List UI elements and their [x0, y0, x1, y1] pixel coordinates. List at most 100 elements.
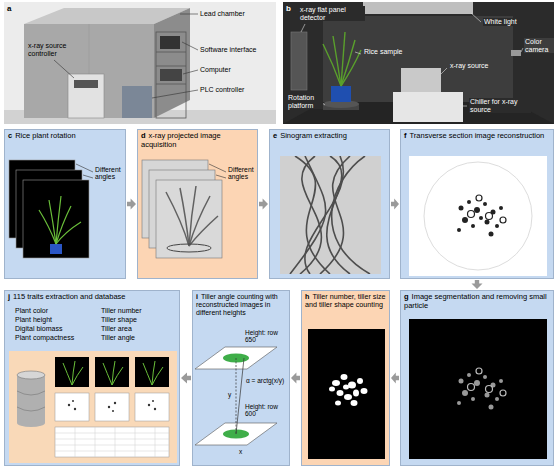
illustration-rect — [409, 319, 547, 459]
illustration-circle — [108, 406, 110, 408]
illustration-line — [83, 175, 93, 178]
illustration-line — [152, 90, 198, 98]
illustration-path — [341, 40, 355, 86]
illustration-ellipse — [357, 378, 363, 384]
panel-title: Sinogram extracting — [280, 131, 347, 140]
illustration-rect — [122, 86, 152, 118]
illustration-line — [155, 427, 156, 457]
illustration-circle — [479, 216, 483, 220]
illustration-path — [189, 216, 218, 246]
callout-label: Plant color — [15, 307, 48, 315]
illustration-circle — [499, 379, 503, 383]
illustration-ellipse — [348, 382, 356, 389]
illustration-circle — [459, 379, 464, 384]
panel-title: Rice plant rotation — [15, 131, 75, 140]
process-panel: dx-ray projected image acquisitionDiffer… — [137, 129, 258, 279]
callout-label: Computer — [200, 66, 231, 74]
illustration-circle — [485, 220, 490, 225]
illustration-line — [441, 68, 447, 74]
illustration-path — [49, 200, 56, 244]
panel-title: x-ray projected image acquisition — [141, 131, 221, 149]
illustration-circle — [476, 195, 482, 201]
illustration-ellipse — [337, 390, 344, 396]
illustration-g — [301, 13, 523, 106]
illustration-g — [457, 373, 503, 410]
photo-panel: aLead chamberx-ray source controllerSoft… — [4, 2, 276, 124]
illustration-g — [55, 427, 169, 457]
illustration-circle — [489, 405, 494, 410]
illustration-path — [103, 361, 123, 385]
callout-label: Color camera — [524, 38, 554, 53]
illustration-rect — [68, 74, 104, 118]
callout-label: x-ray flat panel detector — [299, 6, 365, 21]
panel-heading: fTransverse section image reconstruction — [401, 130, 553, 141]
illustration-path — [332, 156, 370, 274]
illustration-rect — [74, 80, 98, 88]
callout-label: Height: row 650 — [245, 329, 289, 343]
illustration-circle — [112, 410, 114, 412]
illustration-rect — [50, 244, 62, 254]
callout-label: Plant compactness — [15, 334, 74, 342]
panel-heading: hTiller number, tiller size and tiller s… — [302, 291, 389, 310]
flow-arrow — [127, 199, 136, 210]
illustration-g — [54, 14, 198, 98]
illustration-circle — [467, 373, 471, 377]
callout-label: PLC controller — [200, 86, 244, 94]
illustration-rect — [55, 427, 169, 457]
tiller-masks — [302, 291, 390, 466]
photo-panel: b x-ray flat panel detectorWhite lightRic… — [283, 2, 554, 124]
illustration-line — [236, 358, 244, 434]
illustration-circle — [468, 384, 475, 391]
illustration-circle — [154, 408, 156, 410]
panel-title: Tiller angle counting with reconstructed… — [196, 293, 278, 316]
panel-letter: b — [286, 4, 291, 13]
illustration-rect — [160, 69, 182, 81]
illustration-circle — [72, 400, 74, 402]
illustration-rect — [24, 24, 154, 118]
callout-label: Plant height — [15, 316, 52, 324]
illustration-circle — [483, 375, 487, 379]
process-panel: hTiller number, tiller size and tiller s… — [301, 290, 390, 466]
flow-arrow — [391, 373, 399, 384]
illustration-line — [521, 48, 523, 52]
panel-letter: a — [7, 4, 11, 13]
illustration-line — [301, 24, 305, 32]
illustration-line — [463, 106, 467, 107]
flow-arrow — [472, 280, 483, 289]
illustration-rect — [17, 375, 45, 423]
illustration-path — [143, 361, 163, 385]
illustration-g — [63, 361, 163, 385]
illustration-g — [166, 186, 218, 246]
callout-label: Rice sample — [363, 48, 404, 56]
panel-heading: cRice plant rotation — [5, 130, 125, 141]
callout-label: Tiller angle — [101, 334, 135, 342]
illustration-rect — [401, 68, 441, 92]
illustration-line — [55, 433, 169, 434]
illustration-line — [76, 164, 93, 172]
flow-arrow — [391, 199, 399, 210]
illustration-g — [323, 32, 361, 86]
illustration-rect — [23, 180, 89, 258]
panel-title: Image segmentation and removing small pa… — [404, 292, 547, 310]
illustration-g — [329, 374, 368, 406]
illustration-rect — [393, 92, 463, 122]
illustration-rect — [409, 156, 547, 276]
illustration-path — [333, 36, 341, 86]
illustration-circle — [152, 400, 154, 402]
illustration-circle — [471, 397, 475, 401]
illustration-rect — [363, 2, 473, 14]
illustration-ellipse — [17, 419, 45, 427]
illustration-line — [156, 52, 186, 53]
callout-label: Tiller shape — [101, 316, 137, 324]
reconstructed-section — [401, 130, 554, 279]
process-panel: cRice plant rotationDifferent angles — [4, 129, 126, 279]
callout-label: White light — [483, 18, 518, 26]
illustration-line — [180, 14, 198, 15]
illustration-circle — [483, 202, 487, 206]
callout-label: Different angles — [95, 166, 125, 181]
illustration-line — [55, 445, 169, 446]
illustration-circle — [459, 206, 464, 211]
illustration-g — [68, 400, 156, 412]
illustration-ellipse — [335, 401, 341, 406]
